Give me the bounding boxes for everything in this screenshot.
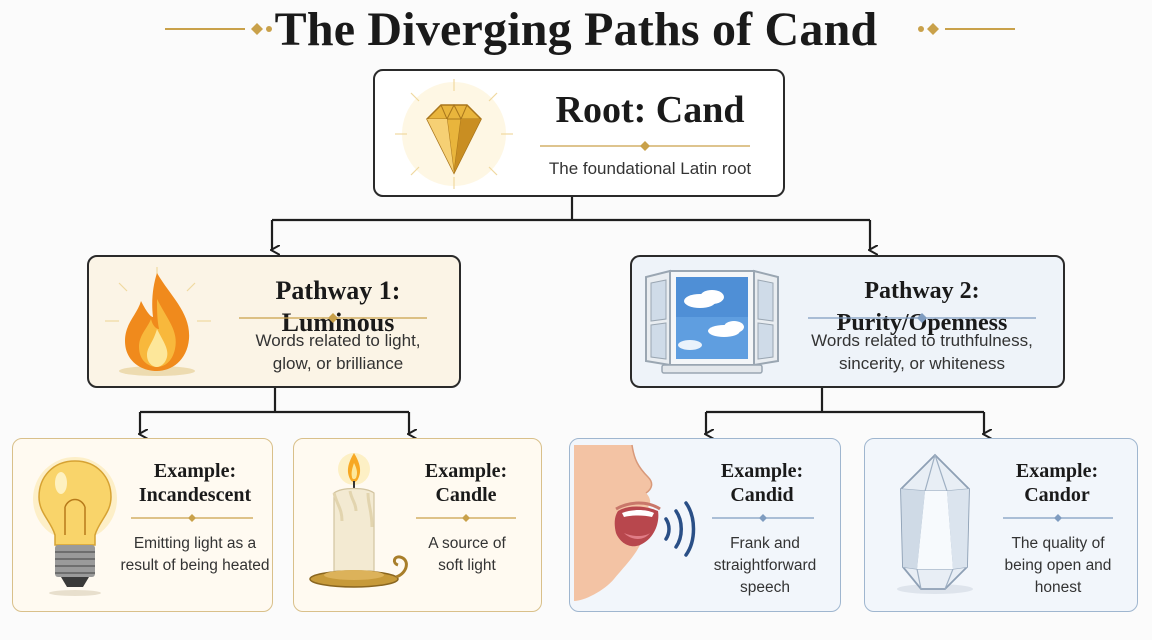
speaking-mouth-icon [574,444,696,601]
example-3-desc-line3: speech [740,579,790,596]
title-ornament-right [918,23,1015,35]
example-2-desc-line2: soft light [438,557,496,574]
pathway-1-card: Pathway 1: Luminous Words related to lig… [87,255,461,388]
example-4-divider [1003,514,1113,522]
example-4-desc-line3: honest [1034,579,1082,596]
example-card-candle: Example: Candle A source of soft light [293,438,542,612]
example-3-divider [712,514,814,522]
example-4-desc-line1: The quality of [1011,535,1105,552]
crystal-icon [897,453,973,594]
example-4-label: Example: [1015,460,1099,482]
example-1-desc-line2: result of being heated [120,557,270,574]
candle-icon [309,453,408,588]
example-1-divider [131,514,253,522]
pathway-2-desc-line2: sincerity, or whiteness [839,354,1005,373]
gem-icon [395,79,513,189]
example-3-label: Example: [720,460,804,482]
pathway-2-desc-line1: Words related to truthfulness, [811,331,1033,350]
pathway-1-divider [239,313,427,323]
pathway-1-desc-line2: glow, or brilliance [272,354,404,373]
root-heading: Root: Cand [555,89,745,131]
example-2-divider [416,514,516,522]
example-4-word: Candor [1024,484,1090,506]
pathway-1-desc-line1: Words related to light, [255,331,421,350]
flame-icon [105,267,211,376]
root-card: Root: Cand The foundational Latin root [373,69,785,197]
root-description: The foundational Latin root [548,159,752,178]
example-3-desc-line1: Frank and [730,535,800,552]
title-ornament-left [165,23,272,35]
example-1-label: Example: [153,460,237,482]
root-divider [540,141,750,151]
example-4-desc-line2: being open and [1004,557,1112,574]
example-3-desc-line2: straightforward [713,557,817,574]
example-1-word: Incandescent [138,484,252,506]
pathway-1-heading: Pathway 1: Luminous [275,276,401,337]
example-card-candor: Example: Candor The quality of being ope… [864,438,1138,612]
pathway-2-divider [808,313,1036,323]
example-2-desc-line1: A source of [428,535,506,552]
example-2-label: Example: [424,460,508,482]
pathway-2-card: Pathway 2: Purity/Openness Words related… [630,255,1065,388]
example-3-word: Candid [730,484,794,506]
open-window-icon [645,269,779,374]
example-2-word: Candle [435,484,497,506]
example-card-incandescent: Example: Incandescent Emitting light as … [12,438,273,612]
page-title: The Diverging Paths of Cand [274,3,878,56]
example-card-candid: Example: Candid Frank and straightforwar… [569,438,841,612]
example-1-desc-line1: Emitting light as a [133,535,257,552]
light-bulb-icon [33,457,117,596]
